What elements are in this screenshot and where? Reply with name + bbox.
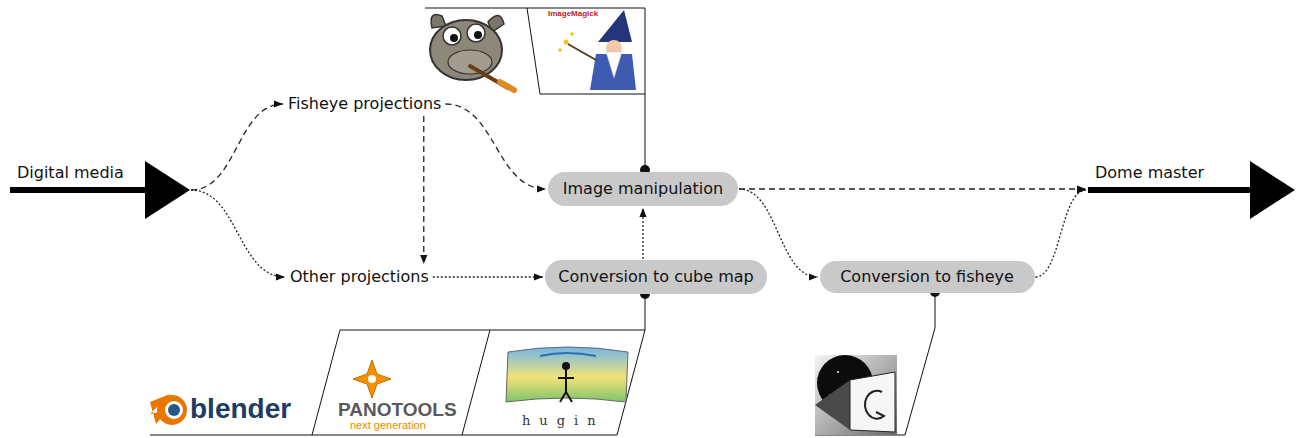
node-text: Conversion to cube map — [558, 267, 754, 287]
hugin-logo — [540, 353, 596, 356]
imagemagick-logo — [564, 40, 569, 45]
tool-frame-top — [527, 8, 645, 94]
gimp-logo — [500, 82, 514, 90]
tool-frame-fisheye — [815, 292, 935, 435]
output-arrow: Dome master — [1088, 160, 1295, 220]
node-text: Fisheye projections — [288, 94, 441, 114]
node-text: Conversion to fisheye — [840, 267, 1014, 287]
fisheye-tool-icon — [815, 355, 897, 435]
tool-frame-top — [645, 8, 646, 170]
tool-frame-bottom — [645, 294, 646, 330]
tool-frame-fisheye — [815, 292, 935, 435]
logo-text: hugin — [522, 414, 605, 429]
node-text: Other projections — [290, 267, 429, 287]
imagemagick-logo — [558, 10, 636, 90]
tool-frame-bottom — [150, 435, 617, 436]
tool-frame-top — [425, 8, 645, 170]
logo-text: blender — [190, 393, 291, 425]
projection-label: Other projections — [287, 266, 432, 288]
hugin-logo — [562, 362, 570, 370]
flow-connector — [739, 188, 1086, 189]
panotools-logo — [353, 360, 391, 398]
projection-label: Fisheye projections — [285, 93, 444, 115]
tool-frame-bottom — [150, 294, 645, 435]
arrow-shaft — [1088, 187, 1251, 193]
process-box: Conversion to cube map — [545, 260, 767, 294]
hugin-logo — [506, 347, 628, 402]
logo-text: ImageMagick — [548, 9, 598, 18]
blender-logo — [150, 394, 187, 425]
fisheye-tool-icon — [815, 355, 897, 435]
panotools-logo — [368, 375, 376, 383]
node-text: Dome master — [1095, 163, 1295, 183]
flow-connector — [1036, 190, 1087, 277]
fisheye-tool-icon — [837, 371, 839, 373]
tool-frame-bottom — [312, 330, 340, 435]
panotools-logo — [353, 360, 391, 398]
process-box: Conversion to fisheye — [820, 261, 1035, 293]
hugin-logo — [506, 347, 628, 402]
tool-frame-bottom — [340, 330, 645, 331]
process-box: Image manipulation — [548, 172, 738, 206]
arrow-shaft — [10, 187, 146, 193]
flow-connector — [642, 208, 643, 259]
tool-frame-top — [425, 8, 645, 9]
flow-connector — [191, 104, 283, 190]
gimp-logo — [443, 27, 461, 45]
gimp-logo — [450, 34, 458, 42]
imagemagick-logo — [598, 10, 632, 42]
logo-text: next generation — [350, 419, 426, 432]
gimp-logo — [430, 15, 514, 91]
input-arrow: Digital media — [10, 160, 190, 220]
flow-connector — [433, 276, 543, 277]
node-text: Image manipulation — [563, 179, 723, 199]
flow-connector — [191, 190, 285, 277]
gimp-logo — [430, 20, 502, 80]
flow-connector — [445, 104, 546, 189]
fisheye-tool-icon — [850, 372, 895, 432]
logo-text: PANOTOOLS — [338, 399, 457, 421]
blender-logo — [157, 395, 187, 425]
blender-logo — [168, 404, 180, 416]
node-text: Digital media — [17, 163, 190, 183]
imagemagick-logo — [558, 48, 562, 52]
blender-logo — [165, 401, 183, 419]
flow-connector — [423, 116, 424, 264]
imagemagick-logo — [568, 44, 596, 60]
gimp-logo — [448, 50, 492, 74]
gimp-logo — [474, 31, 482, 39]
tool-frame-bottom — [462, 330, 490, 435]
arrow-head — [145, 161, 190, 219]
gimp-logo — [467, 24, 485, 42]
fisheye-tool-icon — [815, 380, 850, 430]
fisheye-tool-icon — [865, 391, 884, 419]
arrow-head — [1250, 161, 1295, 219]
imagemagick-logo — [606, 52, 622, 78]
hugin-logo — [558, 370, 574, 402]
imagemagick-logo — [570, 32, 574, 36]
